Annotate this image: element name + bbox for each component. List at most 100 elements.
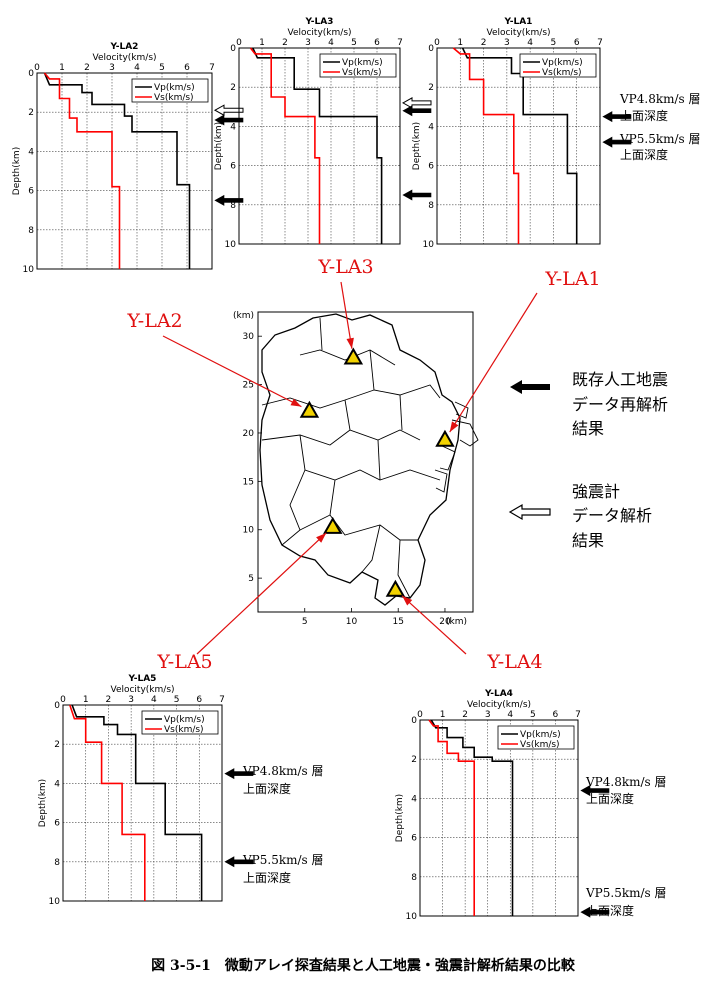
y-la3-y-tick-label: 6: [230, 162, 236, 172]
y-la1-y-tick-label: 2: [428, 83, 434, 93]
y-la3-legend-label: Vs(km/s): [342, 68, 382, 78]
y-la1-x-tick-label: 3: [504, 38, 510, 48]
y-la4-y-tick-label: 6: [411, 834, 417, 844]
y-la1-legend-label: Vs(km/s): [542, 68, 582, 78]
y-la1-existing-arrow-icon: [602, 111, 632, 123]
y-la3-x-tick-label: 6: [374, 38, 380, 48]
y-la3-y-tick-label: 2: [230, 83, 236, 93]
map-x-unit-label: (km): [446, 617, 467, 627]
y-la5-x-axis-label: Velocity(km/s): [110, 685, 174, 695]
y-la3-existing-arrow-icon: [402, 189, 432, 201]
y-la3-x-tick-label: 0: [236, 38, 242, 48]
note-la1-vp55-line-1: VP5.5km/s 層: [619, 132, 701, 146]
legend-strong-line-2: データ解析: [572, 506, 652, 525]
map-label-y-la5: Y-LA5: [156, 651, 212, 673]
pointer-arrowhead-y-la4-icon: [402, 595, 413, 606]
y-la2-series-vp: [43, 72, 191, 269]
y-la4-x-tick-label: 6: [553, 710, 559, 720]
legend-strong-line-1: 強震計: [572, 482, 620, 501]
vp-layer-notes: VP4.8km/s 層 上面深度 VP5.5km/s 層 上面深度 VP4.8k…: [242, 92, 701, 918]
y-la4-x-tick-label: 1: [440, 710, 446, 720]
y-la1-x-tick-label: 0: [434, 38, 440, 48]
y-la5-legend-label: Vs(km/s): [164, 725, 204, 735]
legend-existing-arrow-icon: [510, 380, 550, 394]
legend-existing-line-3: 結果: [572, 419, 604, 438]
y-la5-y-tick-label: 0: [54, 701, 60, 711]
y-la5-y-tick-label: 2: [54, 740, 60, 750]
site-marker-y-la3-icon: [343, 347, 364, 365]
y-la1-x-tick-label: 1: [457, 38, 463, 48]
y-la5-existing-arrow-icon: [224, 768, 254, 780]
y-la4-x-axis-label: Velocity(km/s): [467, 700, 531, 710]
y-la5-y-axis-label: Depth(km): [38, 779, 48, 827]
map-y-tick-label: 20: [243, 429, 255, 439]
y-la3-y-tick-label: 8: [230, 201, 236, 211]
y-la4-series-vs: [428, 719, 475, 916]
note-la1-vp55-line-2: 上面深度: [620, 147, 668, 162]
pointer-arrowhead-y-la2-icon: [290, 398, 302, 407]
y-la3-x-axis-label: Velocity(km/s): [287, 28, 351, 38]
y-la2-y-tick-label: 10: [23, 265, 35, 275]
y-la1-x-axis-label: Velocity(km/s): [486, 28, 550, 38]
y-la2-plot-frame: [36, 72, 213, 270]
y-la5-series-vs: [69, 704, 146, 901]
y-la5-x-tick-label: 4: [151, 695, 157, 705]
y-la3-series-vp: [252, 47, 383, 244]
y-la5-x-tick-label: 1: [83, 695, 89, 705]
y-la1-plot-title: Y-LA1: [504, 17, 533, 27]
harbour-pier-3: [434, 469, 448, 493]
y-la4-x-tick-label: 5: [530, 710, 536, 720]
y-la4-legend-label: Vp(km/s): [520, 730, 561, 740]
y-la1-series-vs: [452, 47, 520, 244]
site-pointer-lines: [162, 281, 538, 655]
note-la5-vp48-line-2: 上面深度: [243, 781, 291, 796]
y-la2-x-tick-label: 7: [209, 63, 215, 73]
y-la1-y-tick-label: 4: [428, 122, 434, 132]
legend-strong-motion-arrow-icon: [508, 503, 551, 521]
y-la2-plot-title: Y-LA2: [110, 42, 139, 52]
y-la5-x-tick-label: 2: [106, 695, 112, 705]
pointer-arrowhead-y-la5-icon: [316, 533, 327, 543]
y-la4-x-tick-label: 2: [462, 710, 468, 720]
pointer-line-y-la4: [401, 595, 467, 655]
y-la1-y-axis-label: Depth(km): [412, 122, 422, 170]
map-y-tick-label: 25: [243, 381, 254, 391]
y-la3-existing-arrow-icon: [402, 105, 432, 117]
y-la2-x-tick-label: 6: [184, 63, 190, 73]
y-la1-x-tick-label: 2: [481, 38, 487, 48]
harbour-pier-4: [454, 401, 469, 419]
ward-boundary-14: [397, 539, 411, 599]
y-la2-series-vs: [43, 72, 121, 269]
arrow-legend: 既存人工地震 データ再解析 結果 強震計 データ解析 結果: [508, 370, 668, 550]
ward-boundary-2: [319, 317, 323, 351]
y-la4-x-tick-label: 4: [507, 710, 513, 720]
y-la4-x-tick-label: 0: [417, 710, 423, 720]
y-la4-existing-arrow-icon: [580, 785, 610, 797]
y-la5-x-tick-label: 0: [60, 695, 66, 705]
y-la1-y-tick-label: 8: [428, 201, 434, 211]
ward-boundary-11: [281, 469, 306, 546]
y-la1-legend-label: Vp(km/s): [542, 58, 583, 68]
map-label-y-la3: Y-LA3: [317, 256, 373, 278]
y-la2-y-tick-label: 2: [28, 108, 34, 118]
y-la4-y-tick-label: 4: [411, 794, 417, 804]
site-marker-y-la2-icon: [299, 400, 320, 418]
note-la5-vp55-line-2: 上面深度: [243, 870, 291, 885]
y-la2-y-axis-label: Depth(km): [12, 147, 22, 195]
y-la4-existing-arrow-icon: [580, 906, 610, 918]
y-la1-y-tick-label: 6: [428, 162, 434, 172]
y-la5-x-tick-label: 7: [219, 695, 225, 705]
y-la3-x-tick-label: 7: [397, 38, 403, 48]
y-la4-y-tick-label: 8: [411, 873, 417, 883]
y-la2-y-tick-label: 0: [28, 69, 34, 79]
y-la1-x-tick-label: 4: [527, 38, 533, 48]
y-la2-y-tick-label: 4: [28, 147, 34, 157]
y-la2-legend-label: Vs(km/s): [154, 93, 194, 103]
y-la3-y-tick-label: 4: [230, 122, 236, 132]
